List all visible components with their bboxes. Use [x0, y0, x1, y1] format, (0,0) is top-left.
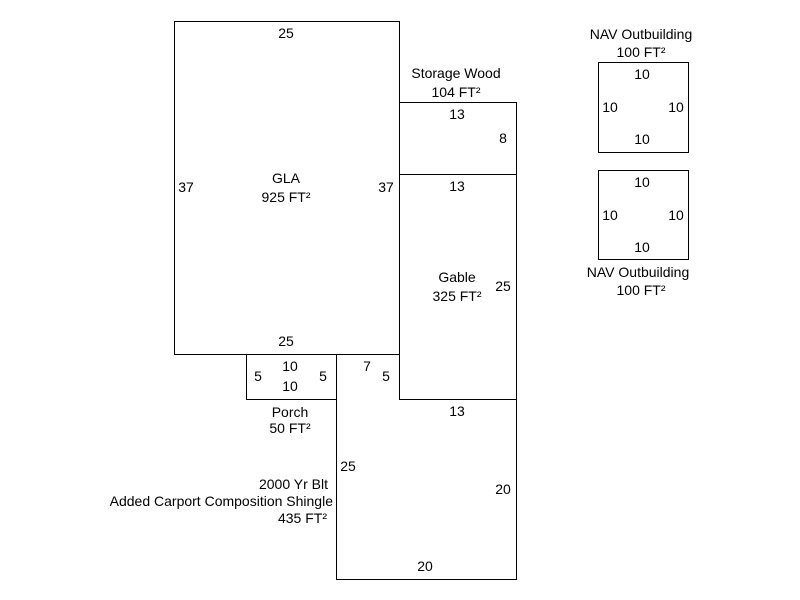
gable-dim-bottom: 13 [449, 403, 465, 419]
carport-dim-bottom: 20 [417, 558, 433, 574]
outbuilding1-dim-left: 10 [602, 99, 618, 115]
gable-dim-right: 25 [495, 278, 511, 294]
porch-dim-left: 5 [254, 368, 262, 384]
porch-dim-bottom: 10 [282, 378, 298, 394]
gla-dim-right: 37 [378, 179, 394, 195]
outbuilding2-area: 100 FT² [616, 282, 666, 298]
outbuilding1-dim-bottom: 10 [634, 131, 650, 147]
outbuilding1-label: NAV Outbuilding [589, 26, 693, 42]
porch-label: Porch [271, 404, 309, 420]
outbuilding2-outline [598, 170, 689, 260]
outbuilding2-dim-right: 10 [668, 207, 684, 223]
gable-area: 325 FT² [432, 288, 482, 304]
outbuilding1-dim-top: 10 [634, 66, 650, 82]
carport-label: Added Carport Composition Shingle [109, 493, 333, 509]
carport-dim-right: 20 [495, 481, 511, 497]
storage-area: 104 FT² [431, 84, 481, 100]
porch-dim-top: 10 [282, 358, 298, 374]
storage-dim-right: 8 [499, 130, 507, 146]
outbuilding2-dim-top: 10 [634, 174, 650, 190]
outbuilding1-area: 100 FT² [616, 44, 666, 60]
carport-year-built: 2000 Yr Blt [258, 476, 328, 492]
carport-dim-notch-top: 7 [363, 358, 371, 374]
outbuilding2-label: NAV Outbuilding [586, 264, 690, 280]
outbuilding1-outline [598, 62, 689, 153]
porch-area: 50 FT² [269, 420, 311, 436]
carport-outline [336, 354, 517, 580]
carport-dim-left: 25 [340, 458, 356, 474]
gable-label: Gable [438, 269, 476, 285]
porch-dim-right: 5 [319, 368, 327, 384]
gla-dim-bottom: 25 [278, 333, 294, 349]
storage-dim-top: 13 [449, 106, 465, 122]
outbuilding1-dim-right: 10 [668, 99, 684, 115]
gla-outline [174, 21, 400, 355]
gla-area: 925 FT² [261, 189, 311, 205]
gla-dim-top: 25 [278, 25, 294, 41]
gla-label: GLA [271, 170, 301, 186]
carport-dim-notch-side: 5 [382, 368, 390, 384]
gable-dim-top: 13 [449, 178, 465, 194]
carport-area: 435 FT² [277, 510, 327, 526]
storage-label: Storage Wood [411, 65, 501, 81]
outbuilding2-dim-left: 10 [602, 207, 618, 223]
gla-dim-left: 37 [178, 179, 194, 195]
outbuilding2-dim-bottom: 10 [634, 239, 650, 255]
